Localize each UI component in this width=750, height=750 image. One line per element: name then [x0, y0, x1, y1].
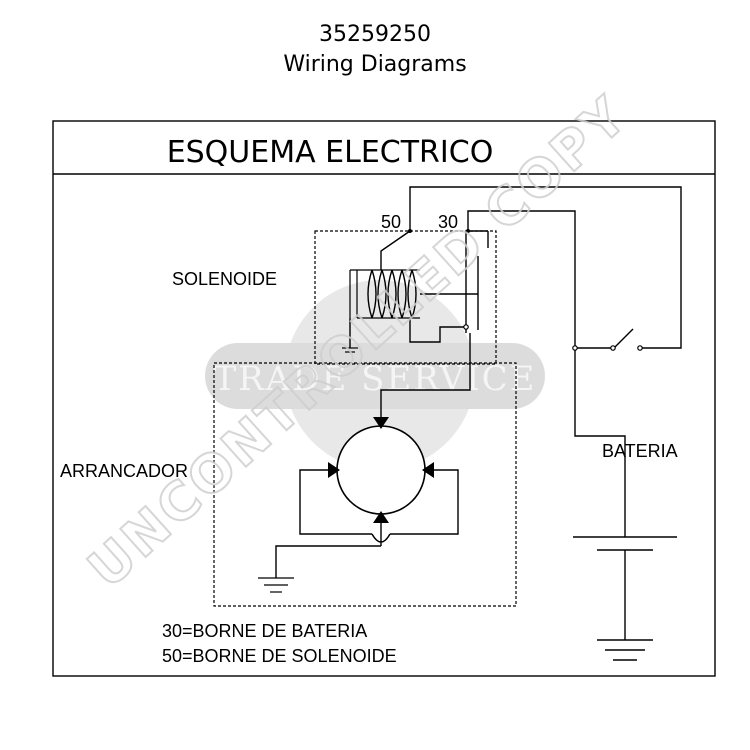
battery-wiring — [409, 186, 682, 537]
terminal-50-label: 50 — [381, 212, 401, 232]
diagram-box-title: ESQUEMA ELECTRICO — [167, 135, 494, 170]
starter-motor — [258, 333, 471, 593]
legend-line-50: 50=BORNE DE SOLENOIDE — [162, 646, 397, 666]
starter-box — [213, 362, 517, 607]
document-title: Wiring Diagrams — [283, 52, 467, 77]
part-number: 35259250 — [319, 22, 431, 47]
solenoid-label: SOLENOIDE — [172, 269, 277, 289]
terminal-30-label: 30 — [438, 212, 458, 232]
diagram-frame — [52, 120, 716, 677]
battery-symbol — [573, 536, 677, 661]
starter-label: ARRANCADOR — [60, 461, 188, 481]
trade-service-logo-text: TRADE SERVICE — [213, 359, 536, 399]
trade-service-logo-watermark: TRADE SERVICE — [205, 280, 545, 470]
ignition-switch — [572, 328, 643, 351]
legend-line-30: 30=BORNE DE BATERIA — [162, 621, 367, 641]
solenoid-coil — [342, 229, 489, 353]
battery-label: BATERIA — [602, 441, 678, 461]
solenoid-box — [314, 230, 497, 365]
